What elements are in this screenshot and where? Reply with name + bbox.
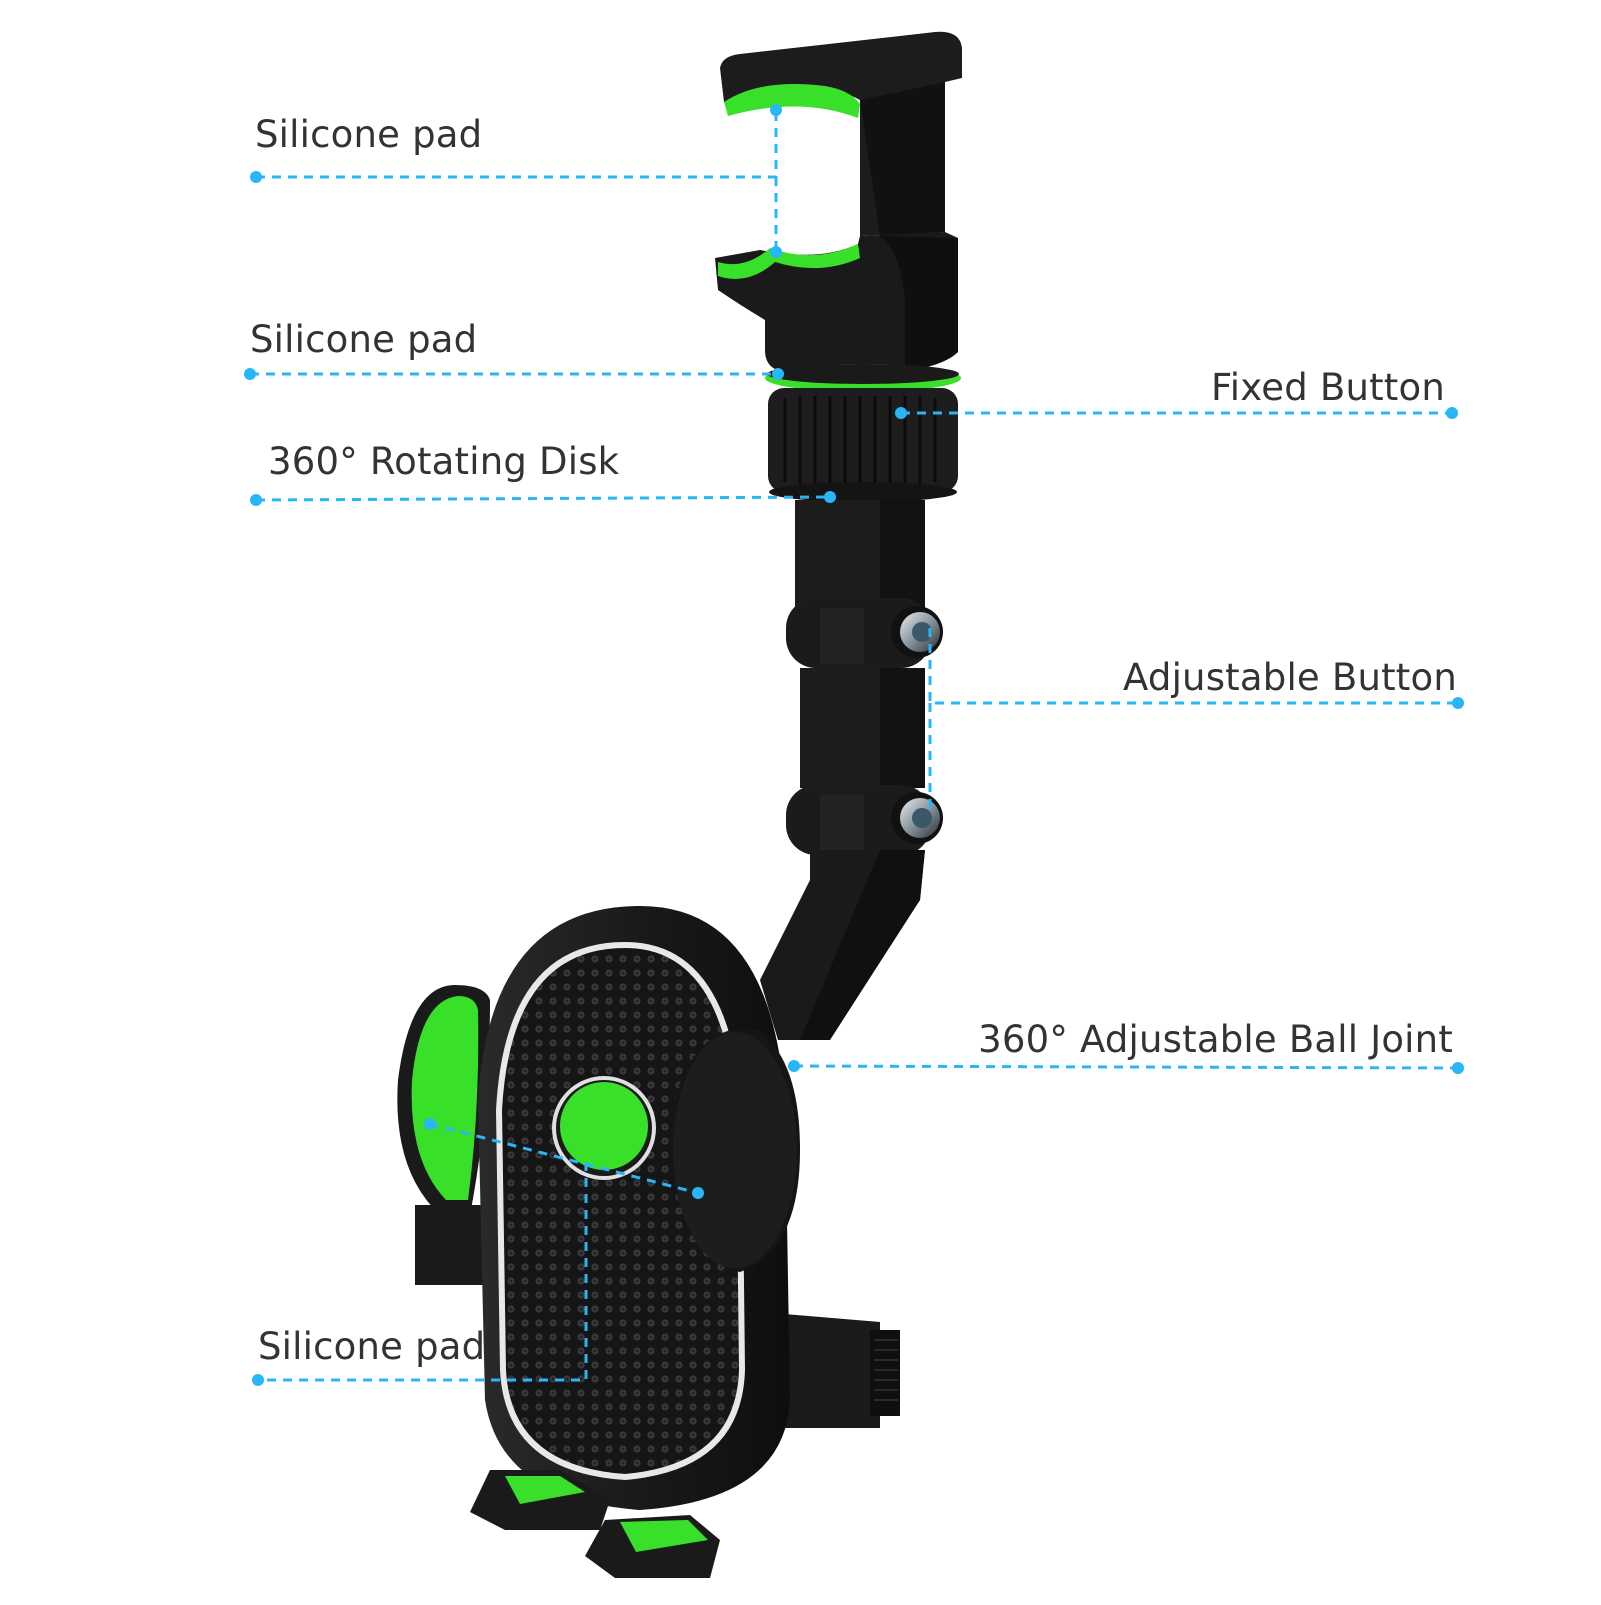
callout-dot (772, 368, 784, 380)
folding-arm (760, 500, 931, 1040)
callout-dot (250, 171, 262, 183)
label-adjustable-button: Adjustable Button (1123, 656, 1457, 699)
callout-dot (1452, 1062, 1464, 1074)
leader-line (429, 1122, 699, 1195)
center-silicone-pad (560, 1082, 648, 1170)
callout-dot (770, 104, 782, 116)
leader-line (928, 628, 1458, 705)
adjustable-knob-lower (891, 792, 943, 844)
right-foot-pad (620, 1520, 708, 1552)
label-silicone-pad-clamp: Silicone pad (255, 113, 483, 156)
ball-joint-cap (673, 1032, 797, 1268)
left-foot-pad (505, 1476, 585, 1504)
callout-dot (824, 491, 836, 503)
upper-silicone-pad (724, 84, 860, 118)
mirror-clamp (715, 31, 962, 372)
callout-dot (244, 368, 256, 380)
callout-leader-lines (250, 110, 1459, 1382)
lower-silicone-pad (718, 244, 860, 279)
callout-dot (250, 494, 262, 506)
textured-grip-surface (502, 948, 739, 1474)
label-ball-joint: 360° Adjustable Ball Joint (978, 1018, 1453, 1061)
leader-line (255, 495, 831, 502)
callout-dot (252, 1374, 264, 1386)
left-grip-pad (411, 996, 479, 1200)
callout-dots (244, 104, 1464, 1386)
leader-line (258, 1162, 588, 1382)
label-silicone-pad-cradle: Silicone pad (258, 1325, 486, 1368)
label-fixed-button: Fixed Button (1211, 366, 1445, 409)
adjustable-knob-upper (891, 606, 943, 658)
callout-dot (424, 1118, 436, 1130)
callout-dot (1452, 697, 1464, 709)
phone-cradle (397, 906, 900, 1578)
callout-dot (770, 246, 782, 258)
label-rotating-disk: 360° Rotating Disk (268, 440, 620, 483)
rotating-disk (768, 388, 958, 502)
callout-dot (895, 407, 907, 419)
label-silicone-pad-ring: Silicone pad (250, 318, 478, 361)
callout-dot (692, 1187, 704, 1199)
callout-dot (1446, 407, 1458, 419)
leader-line (793, 1064, 1459, 1070)
callout-dot (788, 1060, 800, 1072)
